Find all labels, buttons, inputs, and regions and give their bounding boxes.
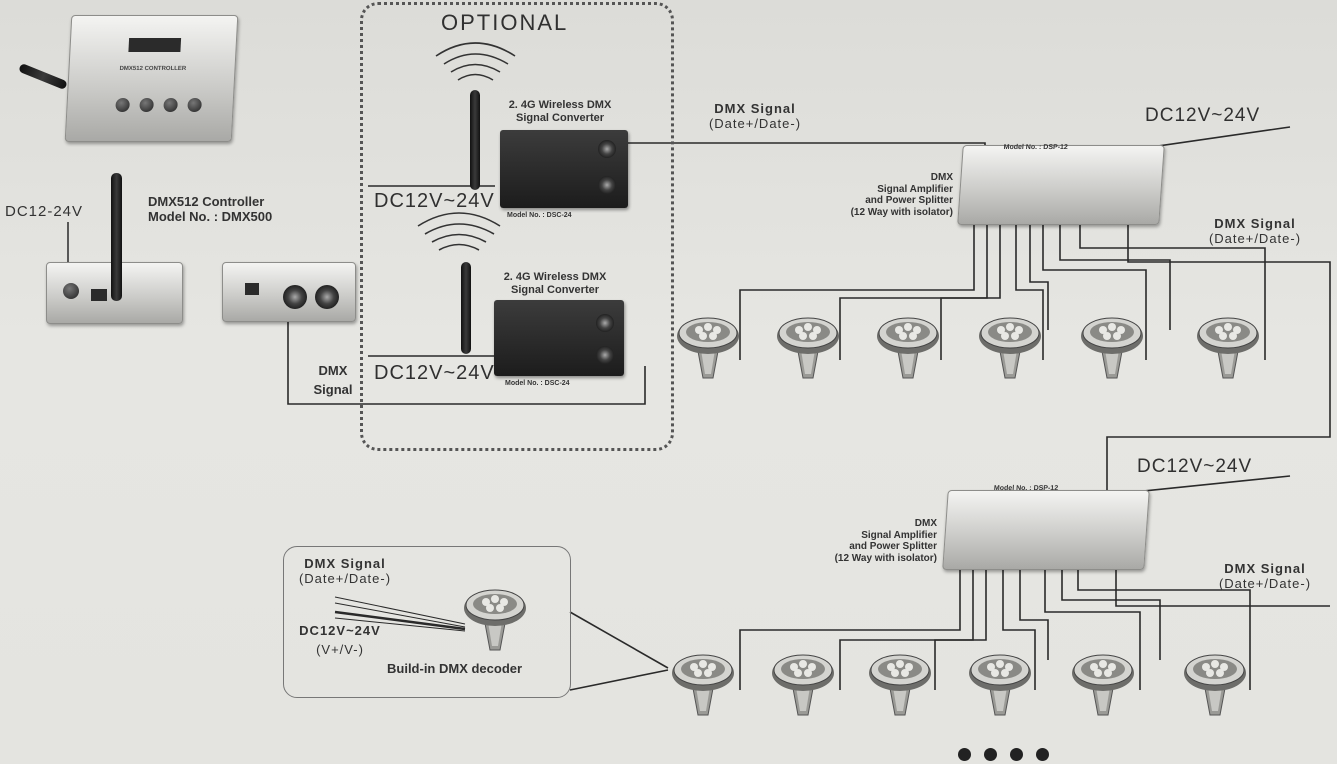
led-spotlight-lower-2 — [768, 645, 838, 717]
wireless-1-port-a — [598, 140, 616, 158]
rear-switch — [91, 289, 107, 301]
led-spotlight-upper-2 — [773, 308, 843, 380]
splitter-1-desc-line4: (12 Way with isolator) — [850, 206, 953, 218]
optional-title: OPTIONAL — [441, 10, 569, 35]
wireless-signal-arcs — [417, 42, 516, 251]
dmx-output-panel — [222, 262, 356, 322]
splitter-1-desc-line3: and Power Splitter — [865, 195, 953, 206]
dmx-signal-left-line1: DMX — [318, 363, 348, 378]
splitter-1-model: Model No. : DSP-12 — [1003, 144, 1069, 151]
led-spotlight-upper-3 — [873, 308, 943, 380]
xlr-out-port — [283, 285, 307, 309]
wireless-2-title: 2. 4G Wireless DMX Signal Converter — [490, 271, 620, 296]
xlr-in-port — [315, 285, 339, 309]
wireless-1-title-line2: Signal Converter — [515, 111, 605, 124]
inset-power-line1: DC12V~24V — [299, 623, 381, 638]
wireless-converter-2 — [494, 300, 624, 376]
splitter-2-desc-line2: Signal Amplifier — [861, 529, 937, 541]
controller-button-3 — [163, 98, 178, 112]
dmx-signal-left-label: DMX Signal — [303, 363, 363, 398]
inset-led-light — [460, 580, 530, 652]
splitter-2-desc-line1: DMX — [914, 518, 937, 529]
splitter-1-power: DC12V~24V — [1145, 105, 1261, 126]
dmx-signal-right-1-line1: DMX Signal — [1214, 216, 1296, 231]
dmx-signal-right-1-line2: (Date+/Date-) — [1208, 230, 1302, 246]
inset-power-line2: (V+/V-) — [316, 641, 364, 657]
lower-lamp-wires — [739, 567, 1251, 690]
led-spotlight-lower-3 — [865, 645, 935, 717]
inset-signal-line1: DMX Signal — [304, 556, 386, 571]
more-lights-indicator — [958, 748, 1078, 764]
wireless-2-power: DC12V~24V — [374, 362, 495, 384]
splitter-2-desc-line3: and Power Splitter — [849, 541, 937, 552]
dmx-signal-top-label: DMX Signal (Date+/Date-) — [695, 101, 815, 132]
inset-decoder-label: Build-in DMX decoder — [387, 661, 523, 676]
dot-1 — [958, 748, 971, 761]
dot-2 — [984, 748, 997, 761]
dmx-signal-right-2-line2: (Date+/Date-) — [1218, 575, 1312, 591]
dmx-signal-top-line1: DMX Signal — [714, 101, 796, 116]
dmx-signal-top-line2: (Date+/Date-) — [708, 115, 802, 131]
inset-power-label: DC12V~24V (V+/V-) — [285, 623, 395, 658]
led-spotlight-upper-6 — [1193, 308, 1263, 380]
wireless-1-port-b — [598, 176, 616, 194]
controller-brand: DMX512 CONTROLLER — [119, 66, 187, 72]
led-spotlight-lower-1 — [668, 645, 738, 717]
controller-name: DMX512 Controller — [148, 194, 265, 209]
wireless-1-power: DC12V~24V — [374, 190, 495, 212]
wireless-1-title-line1: 2. 4G Wireless DMX — [508, 99, 612, 111]
led-spotlight-lower-4 — [965, 645, 1035, 717]
inset-signal-label: DMX Signal (Date+/Date-) — [290, 556, 400, 587]
wireless-converter-1 — [500, 130, 628, 208]
splitter-1-desc-line2: Signal Amplifier — [877, 183, 953, 195]
wireless-2-port-b — [596, 346, 614, 364]
decoder-inset — [283, 546, 571, 698]
led-spotlight-lower-5 — [1068, 645, 1138, 717]
splitter-1: Model No. : DSP-12 — [957, 144, 1165, 225]
wireless-1-antenna — [470, 90, 480, 190]
led-spotlight-upper-5 — [1077, 308, 1147, 380]
dot-3 — [1010, 748, 1023, 761]
wireless-2-model: Model No. : DSC-24 — [505, 380, 570, 387]
wireless-2-antenna — [461, 262, 471, 354]
wireless-2-title-line1: 2. 4G Wireless DMX — [503, 271, 607, 283]
rear-antenna — [111, 173, 122, 301]
controller-button-1 — [115, 98, 130, 112]
controller-button-4 — [187, 98, 202, 112]
controller-button-2 — [139, 98, 154, 112]
splitter-2-model: Model No. : DSP-12 — [993, 485, 1059, 492]
output-rj45 — [245, 283, 259, 295]
dmx-signal-right-1-label: DMX Signal (Date+/Date-) — [1190, 216, 1320, 247]
dmx-cable-controller — [287, 310, 646, 405]
splitter-1-desc-line1: DMX — [930, 172, 953, 183]
splitter-1-description: DMX Signal Amplifier and Power Splitter … — [778, 172, 953, 218]
led-spotlight-upper-4 — [975, 308, 1045, 380]
dmx-signal-right-2-label: DMX Signal (Date+/Date-) — [1200, 561, 1330, 592]
splitter-2: Model No. : DSP-12 — [942, 485, 1150, 570]
splitter-2-description: DMX Signal Amplifier and Power Splitter … — [762, 518, 937, 564]
dmx-cable-right — [1106, 225, 1331, 500]
splitter-2-power: DC12V~24V — [1137, 456, 1253, 477]
controller-display — [128, 38, 182, 52]
dmx-signal-right-2-line1: DMX Signal — [1224, 561, 1306, 576]
optional-group — [360, 2, 674, 451]
splitter-2-desc-line4: (12 Way with isolator) — [834, 552, 937, 564]
controller-power-label: DC12-24V — [5, 203, 84, 220]
upper-lamp-wires — [739, 222, 1266, 360]
led-spotlight-lower-6 — [1180, 645, 1250, 717]
dot-4 — [1036, 748, 1049, 761]
dmx-cable-top — [628, 142, 986, 160]
inset-signal-line2: (Date+/Date-) — [298, 570, 392, 586]
led-spotlight-upper-1 — [673, 308, 743, 380]
wireless-1-model: Model No. : DSC-24 — [507, 212, 572, 219]
wireless-1-title: 2. 4G Wireless DMX Signal Converter — [495, 99, 625, 124]
wireless-2-title-line2: Signal Converter — [510, 283, 600, 296]
dmx-controller: DMX512 CONTROLLER — [64, 15, 239, 142]
dmx-signal-left-line2: Signal — [313, 381, 353, 397]
controller-model: Model No. : DMX500 — [148, 209, 273, 224]
wireless-2-port-a — [596, 314, 614, 332]
rear-power-jack — [63, 283, 79, 299]
